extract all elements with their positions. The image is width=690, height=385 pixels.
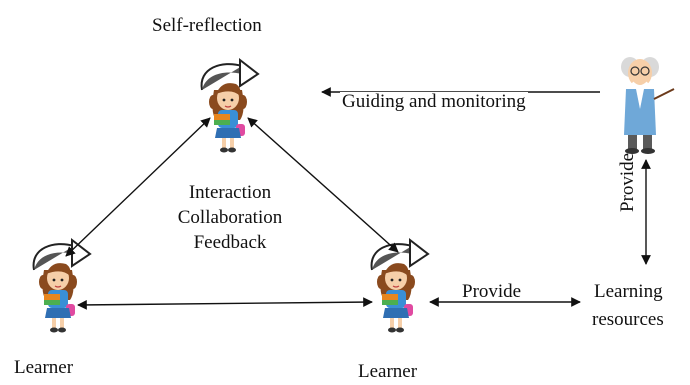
learner-figure-top [208,82,248,154]
label-provide-vertical: Provide [617,152,638,212]
arrow-left-to-right [77,297,373,310]
label-collaboration: Collaboration [177,207,283,228]
arrow-top-to-right [247,117,399,253]
learner-figure-right [376,262,416,334]
learner-figure-left [38,262,78,334]
teacher-figure [621,57,675,154]
label-provide-horizontal: Provide [462,281,522,302]
label-self-reflection: Self-reflection [152,15,262,36]
label-resources: resources [592,309,664,330]
label-feedback: Feedback [193,232,267,253]
label-learning: Learning [594,281,663,302]
label-learner-right: Learner [358,361,418,382]
label-interaction: Interaction [188,182,272,203]
label-guiding-monitoring: Guiding and monitoring [340,91,528,112]
center-label-group: Interaction Collaboration Feedback [150,180,310,255]
label-learner-left: Learner [14,357,74,378]
arrow-top-to-left [65,117,211,257]
